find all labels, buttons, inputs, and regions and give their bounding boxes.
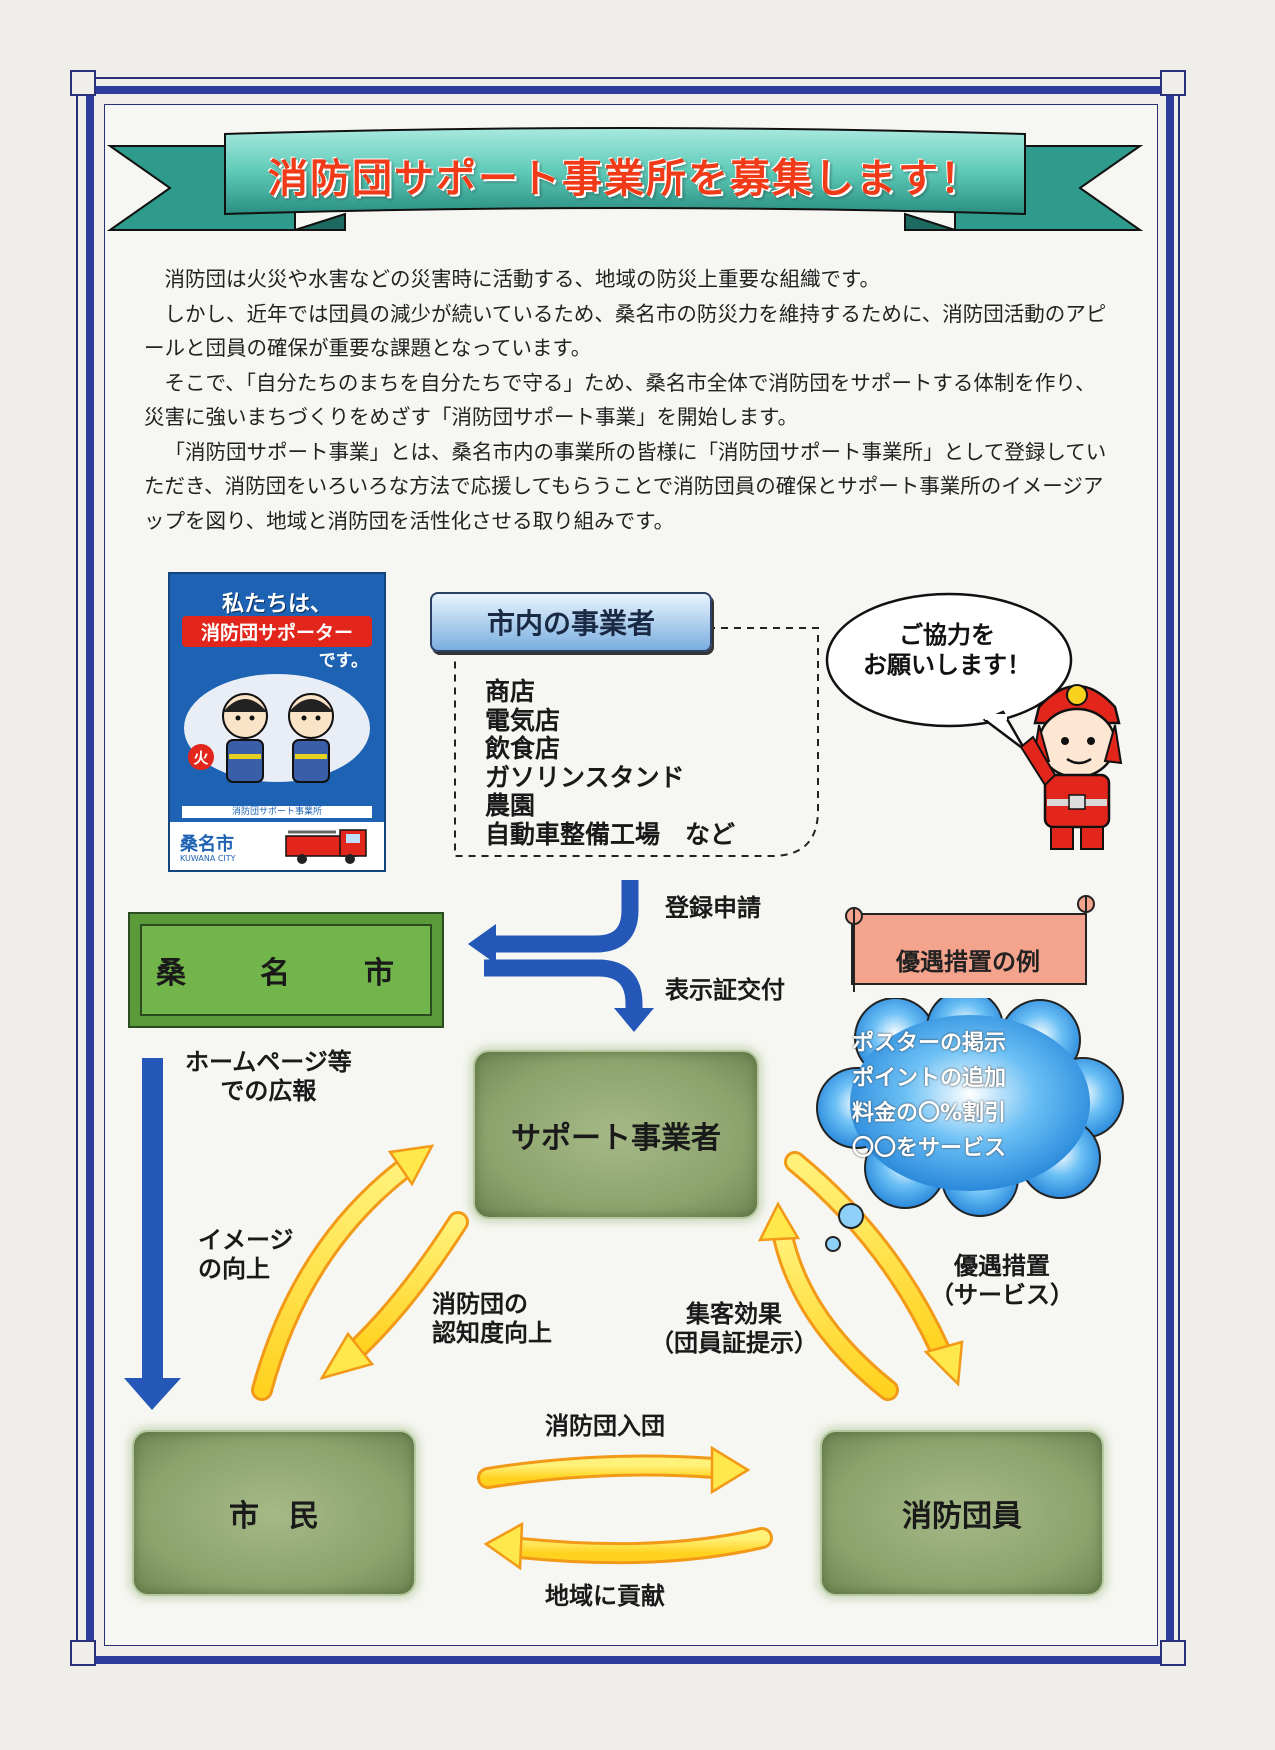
benefit-arrowhead [923, 1340, 964, 1387]
intro-paragraph: そこで、「自分たちのまちを自分たちで守る」ため、桑名市全体で消防団をサポートする… [144, 370, 1096, 430]
list-item: ポイントの追加 [852, 1066, 1007, 1091]
awareness-label: 消防団の 認知度向上 [432, 1290, 552, 1348]
benefits-list: ポスターの掲示 ポイントの追加 料金の〇%割引 〇〇をサービス [852, 1026, 1006, 1166]
homepage-label: ホームページ等 での広報 [185, 1048, 352, 1106]
supporter-node: サポート事業者 [473, 1050, 759, 1219]
certificate-arrow [484, 959, 643, 1014]
speech-line1: ご協力を [899, 621, 995, 649]
businesses-dashed-frame [454, 627, 819, 857]
intro-paragraph: 消防団は火災や水害などの災害時に活動する、地域の防災上重要な組織です。 [164, 267, 880, 291]
banner-ribbon [106, 127, 1144, 231]
awareness-label-line2: 認知度向上 [432, 1319, 552, 1347]
benefit-label-line1: 優遇措置 [954, 1252, 1050, 1280]
businesses-title: 市内の事業者 [430, 592, 712, 652]
benefit-label-line2: （サービス） [930, 1281, 1074, 1309]
join-arrow [480, 1457, 722, 1486]
register-label: 登録申請 [665, 894, 761, 922]
city-box: 桑 名 市 [128, 912, 444, 1028]
intro-text: 消防団は火災や水害などの災害時に活動する、地域の防災上重要な組織です。 しかし、… [144, 262, 1114, 538]
certificate-arrowhead [614, 1008, 654, 1032]
poster-circle [184, 674, 370, 782]
awareness-label-line1: 消防団の [432, 1290, 528, 1318]
awareness-arrowhead [319, 1331, 375, 1381]
list-item: 農園 [485, 791, 536, 820]
benefits-title: 優遇措置の例 [896, 947, 1040, 976]
page-frame-inner [104, 104, 1158, 1646]
poster-line3: です。 [318, 651, 368, 671]
list-item: 商店 [485, 677, 536, 706]
homepage-arrowhead [124, 1378, 181, 1410]
image-up-label-line2: の向上 [198, 1255, 270, 1283]
benefits-scroll [845, 895, 1095, 992]
fire-truck-icon [285, 829, 367, 864]
list-item: 電気店 [485, 705, 561, 735]
join-label: 消防団入団 [545, 1412, 665, 1440]
intro-paragraph: 「消防団サポート事業」とは、桑名市内の事業所の皆様に「消防団サポート事業所」とし… [144, 439, 1107, 533]
supporter-poster: 私たちは、 消防団サポーター です。 火 消防団サポート事業所 桑名市 KUWA… [168, 572, 386, 872]
citizens-node: 市 民 [132, 1430, 416, 1596]
customer-label-line1: 集客効果 [686, 1300, 782, 1328]
homepage-label-line2: での広報 [220, 1077, 317, 1105]
poster-line2: 消防団サポーター [182, 616, 372, 647]
list-item: 飲食店 [485, 734, 561, 763]
members-node: 消防団員 [820, 1430, 1104, 1596]
customer-arrowhead [757, 1201, 801, 1242]
contribute-label: 地域に貢献 [545, 1582, 665, 1610]
poster-logo: 桑名市 [180, 834, 234, 855]
speech-line2: お願いします！ [863, 651, 1031, 679]
firefighter-kids-icon [222, 693, 334, 783]
list-item: ガソリンスタンド [485, 762, 685, 792]
speech-bubble [825, 592, 1073, 751]
certificate-label: 表示証交付 [665, 976, 785, 1004]
firefighter-mascot-icon [1019, 684, 1123, 850]
benefits-cloud [816, 998, 1124, 1252]
benefit-arrow [787, 1154, 948, 1358]
awareness-arrow [350, 1214, 466, 1356]
image-up-arrowhead [387, 1144, 435, 1187]
banner-title: 消防団サポート事業所を募集します！ [268, 156, 982, 202]
contribute-arrowhead [483, 1521, 524, 1571]
frame-corner [1160, 70, 1186, 96]
poster-logo-sub: KUWANA CITY [180, 854, 236, 863]
poster-line1: 私たちは、 [221, 592, 332, 617]
list-item: 料金の〇%割引 [852, 1101, 1007, 1126]
homepage-arrow [142, 1058, 163, 1388]
list-item: 〇〇をサービス [852, 1136, 1007, 1161]
register-arrow [484, 880, 639, 953]
customer-arrow [774, 1224, 896, 1398]
homepage-label-line1: ホームページ等 [185, 1048, 352, 1076]
image-up-label-line1: イメージ [198, 1226, 294, 1254]
frame-corner [70, 70, 96, 96]
frame-corner [70, 1640, 96, 1666]
list-item: ポスターの掲示 [852, 1031, 1007, 1056]
image-up-arrow [254, 1162, 410, 1398]
speech-text: ご協力を お願いします！ [836, 620, 1058, 680]
businesses-list: 商店 電気店 飲食店 ガソリンスタンド 農園 自動車整備工場 など [485, 677, 736, 849]
contribute-arrow [512, 1530, 770, 1562]
poster-badge: 火 [188, 744, 214, 770]
page-frame [86, 86, 1174, 1664]
customer-label: 集客効果 （団員証提示） [650, 1300, 818, 1358]
frame-corner [1160, 1640, 1186, 1666]
image-up-label: イメージ の向上 [198, 1226, 294, 1284]
customer-label-line2: （団員証提示） [650, 1329, 818, 1357]
list-item: 自動車整備工場 など [485, 819, 736, 849]
intro-paragraph: しかし、近年では団員の減少が続いているため、桑名市の防災力を維持するために、消防… [144, 301, 1107, 361]
poster-strip: 消防団サポート事業所 [182, 806, 372, 818]
benefit-label: 優遇措置 （サービス） [930, 1252, 1074, 1310]
join-arrowhead [710, 1445, 751, 1495]
register-arrowhead [468, 924, 496, 964]
